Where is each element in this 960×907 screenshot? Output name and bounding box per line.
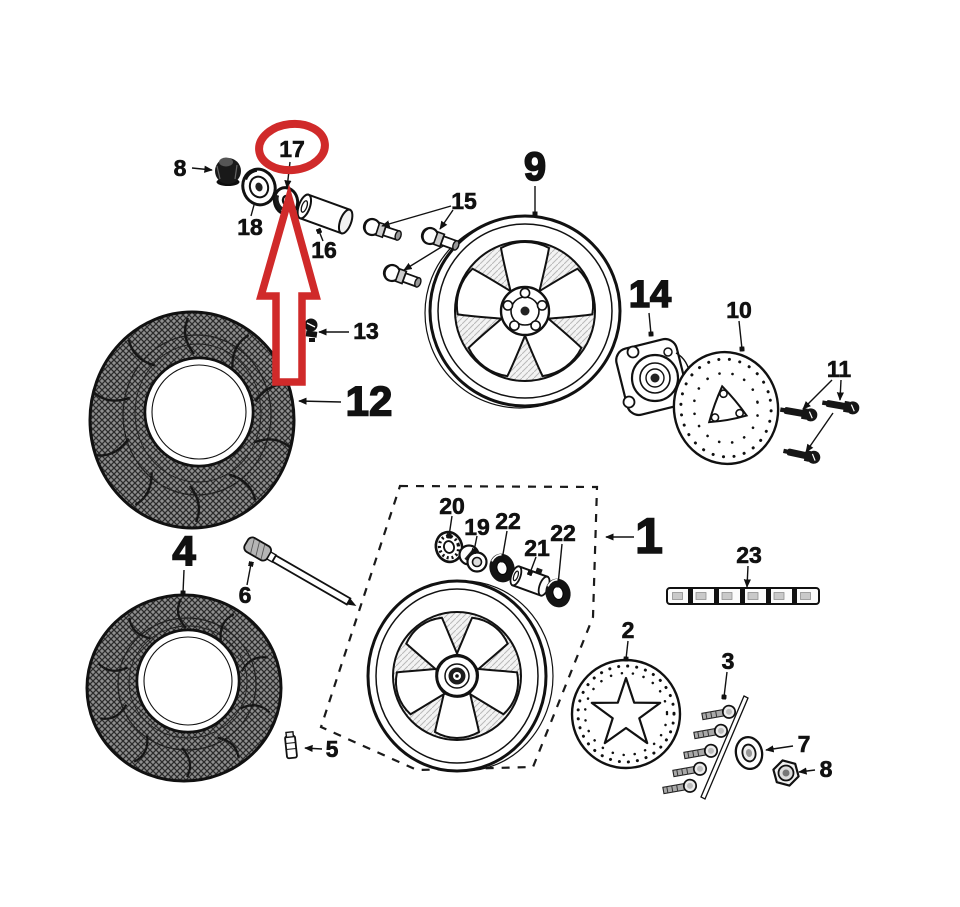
leader-11-a (802, 379, 833, 410)
ring-20-drawing (434, 530, 464, 564)
bolts-15-drawing (362, 217, 460, 288)
leader-14 (648, 312, 654, 337)
leader-10 (738, 320, 745, 352)
tire-4-drawing (85, 593, 283, 783)
leader-5 (304, 744, 323, 753)
callout-18: 18 (237, 214, 263, 240)
axle-rod-6-drawing (243, 536, 357, 606)
callout-22-left: 22 (495, 508, 521, 534)
tire-12-drawing (88, 310, 296, 530)
callout-23: 23 (736, 542, 762, 568)
washer-7-drawing (734, 735, 764, 771)
callout-14: 14 (629, 274, 671, 316)
callout-8-top: 8 (174, 155, 187, 181)
callout-21: 21 (524, 535, 550, 561)
nut-8-bottom-drawing (772, 759, 800, 787)
leader-lines (180, 161, 844, 775)
leader-2 (623, 640, 629, 662)
callout-numbers: 8 18 17 16 15 9 14 10 11 13 12 4 6 5 20 … (172, 136, 852, 783)
highlight-up-arrow (256, 184, 321, 386)
callout-12: 12 (346, 378, 393, 425)
dashed-assembly-outline (319, 484, 599, 772)
seal-22-left-drawing (489, 553, 515, 583)
callout-4: 4 (172, 528, 196, 575)
brake-disc-10-drawing (672, 350, 780, 466)
leader-8-top (191, 165, 213, 173)
leader-19 (471, 535, 478, 554)
callout-5: 5 (326, 736, 339, 762)
callout-2: 2 (622, 617, 635, 643)
clip-13-drawing (304, 318, 318, 342)
callout-7: 7 (798, 731, 811, 757)
bolts-11-drawing (779, 400, 860, 464)
callout-8-bottom: 8 (820, 756, 833, 782)
leader-20 (446, 515, 453, 539)
valve-5-drawing (284, 730, 298, 760)
callout-10: 10 (726, 297, 752, 323)
callout-3: 3 (722, 648, 735, 674)
callout-1: 1 (635, 508, 663, 564)
leader-7 (765, 745, 794, 753)
brake-disc-2-drawing (570, 658, 682, 770)
leader-16 (315, 227, 324, 242)
callout-19: 19 (464, 514, 490, 540)
rear-rim-drawing (366, 579, 554, 773)
leader-11-c (805, 412, 834, 453)
weight-strip-23-drawing (666, 587, 820, 605)
leader-3 (721, 671, 728, 700)
spacer-21-drawing (509, 565, 551, 597)
leader-12 (298, 397, 342, 405)
spacer-16-drawing (296, 193, 354, 235)
callout-13: 13 (353, 318, 379, 344)
leader-22-left (499, 530, 508, 563)
callout-15: 15 (451, 188, 477, 214)
leader-22-right (555, 543, 563, 588)
callout-16: 16 (311, 237, 337, 263)
leader-15-b (439, 209, 454, 230)
callout-9: 9 (524, 145, 546, 189)
callout-17: 17 (279, 136, 305, 162)
leader-21 (526, 556, 537, 577)
leader-15-a (381, 205, 452, 228)
callout-20: 20 (439, 493, 465, 519)
leader-15-c (403, 245, 444, 271)
leader-23 (743, 565, 751, 588)
nut-19-drawing (458, 544, 488, 573)
highlight-ellipse (255, 119, 329, 175)
leader-6 (246, 561, 254, 586)
seal-22-right-drawing (545, 578, 571, 608)
callout-6: 6 (239, 582, 252, 608)
screws-3-drawing (662, 695, 749, 800)
front-rim-9-drawing (424, 214, 622, 409)
nut-8-top-drawing (215, 157, 241, 186)
leader-18 (250, 204, 255, 217)
bearing-18-drawing (241, 167, 277, 207)
callout-11: 11 (827, 356, 852, 382)
leader-11-b (836, 379, 844, 401)
leader-4 (180, 569, 186, 596)
leader-17 (284, 161, 292, 189)
highlight-marks (255, 119, 329, 386)
leader-8-bottom (798, 767, 816, 775)
callout-22-right: 22 (550, 520, 576, 546)
